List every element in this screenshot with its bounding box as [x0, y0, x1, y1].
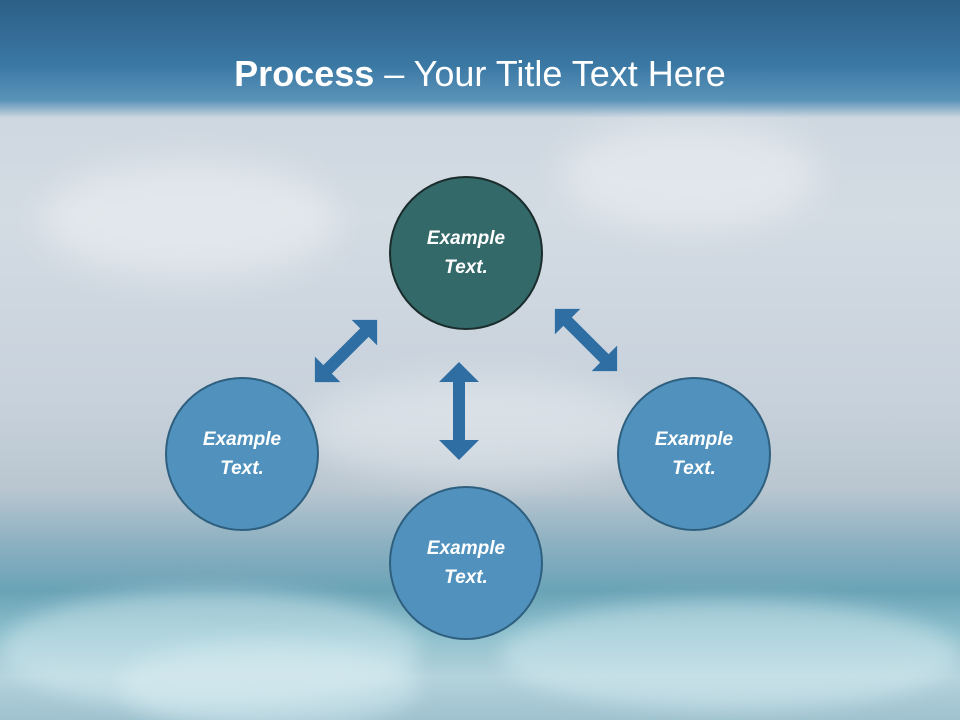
node-left-line1: Example	[202, 429, 282, 450]
cloud-decoration	[300, 380, 660, 480]
node-top: Example Text.	[389, 176, 543, 330]
node-bottom-line1: Example	[426, 538, 506, 559]
node-right: Example Text.	[617, 377, 771, 531]
title-rest: – Your Title Text Here	[374, 53, 726, 94]
node-top-line2: Text.	[444, 257, 488, 278]
double-arrow-icon	[554, 308, 618, 372]
wave-decoration	[0, 590, 420, 710]
cloud-decoration	[40, 160, 340, 280]
double-arrow-icon	[314, 319, 378, 383]
node-bottom: Example Text.	[389, 486, 543, 640]
wave-decoration	[500, 600, 960, 710]
node-right-line1: Example	[654, 429, 734, 450]
node-bottom-line2: Text.	[444, 567, 488, 588]
cloud-decoration	[560, 120, 820, 230]
slide-title: Process – Your Title Text Here	[0, 52, 960, 96]
title-bold: Process	[234, 53, 375, 94]
double-arrow-icon	[439, 362, 479, 460]
node-left: Example Text.	[165, 377, 319, 531]
title-bar	[0, 0, 960, 118]
node-left-line2: Text.	[220, 458, 264, 479]
wave-decoration	[120, 640, 420, 720]
node-top-line1: Example	[426, 228, 506, 249]
node-right-line2: Text.	[672, 458, 716, 479]
